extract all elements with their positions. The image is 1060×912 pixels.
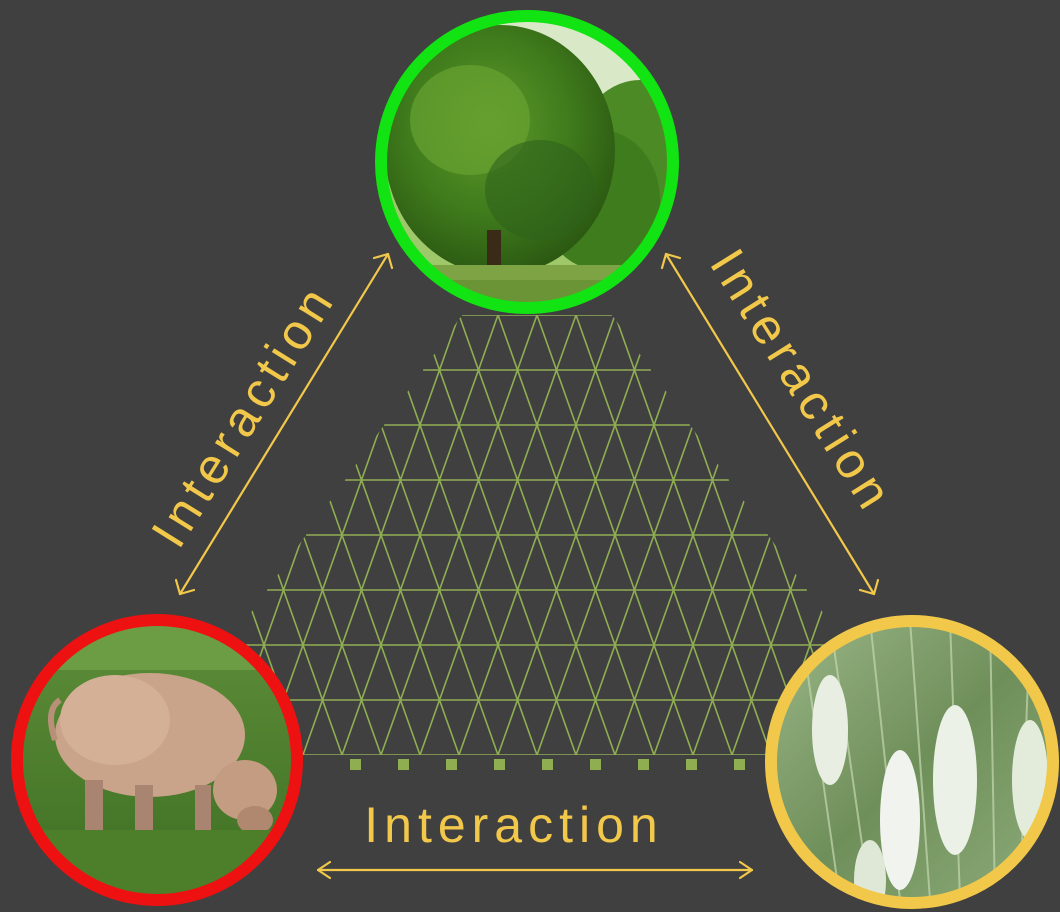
grid-dot	[734, 759, 745, 770]
grid-line	[302, 315, 460, 755]
bottom-interaction-arrow	[316, 860, 754, 880]
grid-dot	[446, 759, 457, 770]
left-interaction-arrow	[174, 252, 394, 596]
wheat-photo-icon	[771, 621, 1053, 903]
pig-ring	[11, 614, 303, 906]
grid-dot	[542, 759, 553, 770]
grid-dot	[494, 759, 505, 770]
right-interaction-label: Interaction	[699, 239, 905, 523]
grid-dot	[638, 759, 649, 770]
grid-dot	[590, 759, 601, 770]
wheat-node	[765, 615, 1059, 909]
left-interaction-label: Interaction	[140, 273, 346, 557]
grid-line	[458, 315, 616, 755]
grid-line	[497, 315, 655, 755]
grid-line	[380, 315, 538, 755]
grid-bottom-dots	[350, 759, 745, 770]
right-interaction-arrow	[660, 252, 880, 596]
tree-photo-icon	[381, 16, 673, 308]
pig-photo-icon	[17, 620, 297, 900]
tree-node	[375, 10, 679, 314]
grid-line	[341, 315, 499, 755]
grid-dot	[398, 759, 409, 770]
grid-dot	[350, 759, 361, 770]
bottom-interaction-label: Interaction	[364, 797, 663, 853]
grid-dot	[686, 759, 697, 770]
grid-line	[419, 315, 577, 755]
tree-ring	[375, 10, 679, 314]
pig-node	[11, 614, 303, 906]
wheat-ring	[765, 615, 1059, 909]
